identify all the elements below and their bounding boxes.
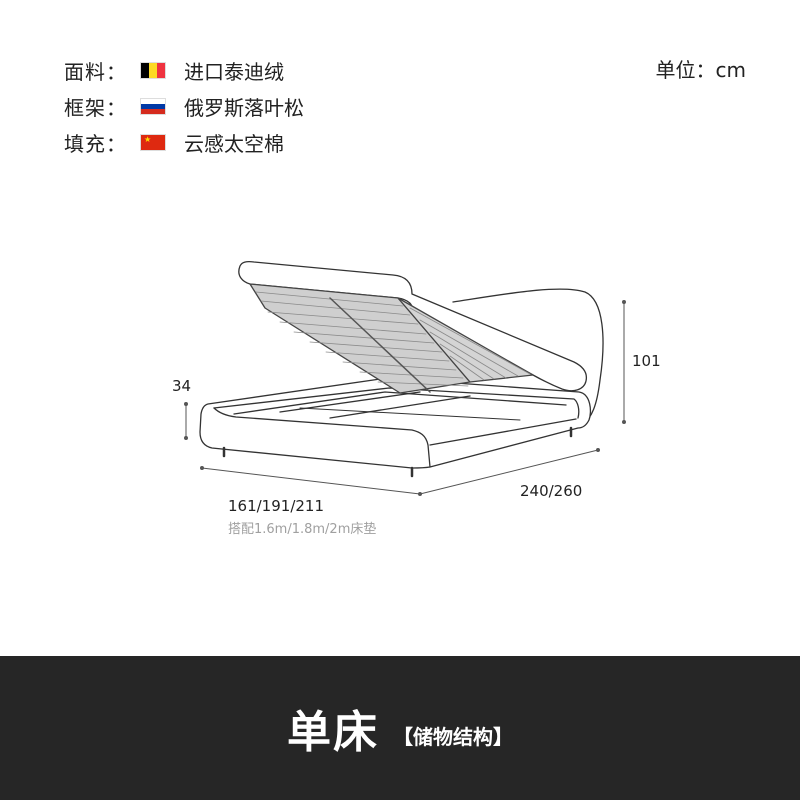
- dim-line-length: [419, 448, 600, 495]
- dim-height-total: 101: [632, 352, 661, 370]
- storage-bed-drawing: [184, 260, 626, 496]
- banner-title: 单床: [287, 707, 379, 758]
- dim-line-101: [622, 300, 626, 424]
- spec-value: 云感太空棉: [184, 131, 284, 156]
- russia-flag-icon: [140, 97, 166, 115]
- spec-value: 俄罗斯落叶松: [184, 95, 304, 120]
- dim-height-front: 34: [172, 377, 192, 395]
- dim-line-34: [184, 402, 188, 440]
- dim-width-note: 搭配1.6m/1.8m/2m床垫: [228, 522, 377, 537]
- belgium-flag-icon: [140, 61, 166, 79]
- product-banner: 单床 【储物结构】: [0, 656, 800, 800]
- spec-row-filling: 填充： ★ 云感太空棉: [64, 124, 304, 160]
- banner-tag: 【储物结构】: [393, 724, 513, 749]
- dim-line-width: [200, 466, 422, 496]
- dim-width: 161/191/211: [228, 497, 324, 515]
- spec-row-fabric: 面料： 进口泰迪绒: [64, 52, 304, 88]
- china-flag-icon: ★: [140, 133, 166, 151]
- spec-label: 填充：: [64, 131, 127, 156]
- spec-value: 进口泰迪绒: [184, 59, 284, 84]
- bed-base: [199, 377, 592, 469]
- dim-length: 240/260: [520, 482, 583, 500]
- spec-label: 面料：: [64, 59, 127, 84]
- slat-panel: [249, 283, 471, 394]
- unit-label: 单位：cm: [655, 58, 746, 82]
- spec-label: 框架：: [64, 95, 127, 120]
- material-specs: 面料： 进口泰迪绒 框架： 俄罗斯落叶松 填充： ★ 云感太空棉: [64, 52, 304, 160]
- spec-row-frame: 框架： 俄罗斯落叶松: [64, 88, 304, 124]
